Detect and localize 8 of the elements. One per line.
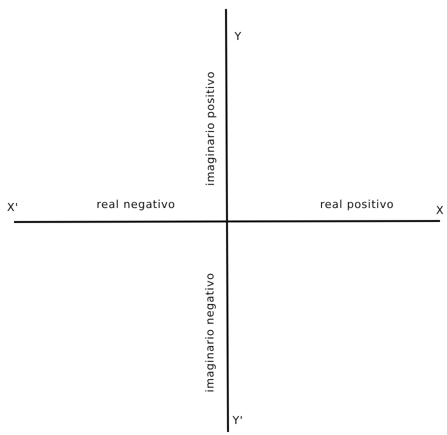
axis-label: X [436,204,444,216]
axis-region-label: imaginario positivo [204,70,216,186]
axis-region-label: real negativo [96,198,176,210]
axis-label: X' [7,202,19,212]
axis-label: Y' [232,414,244,426]
axis-label: Y [234,30,242,42]
axis-region-label: imaginario negativo [204,272,216,392]
axis-region-label: real positivo [320,198,394,210]
